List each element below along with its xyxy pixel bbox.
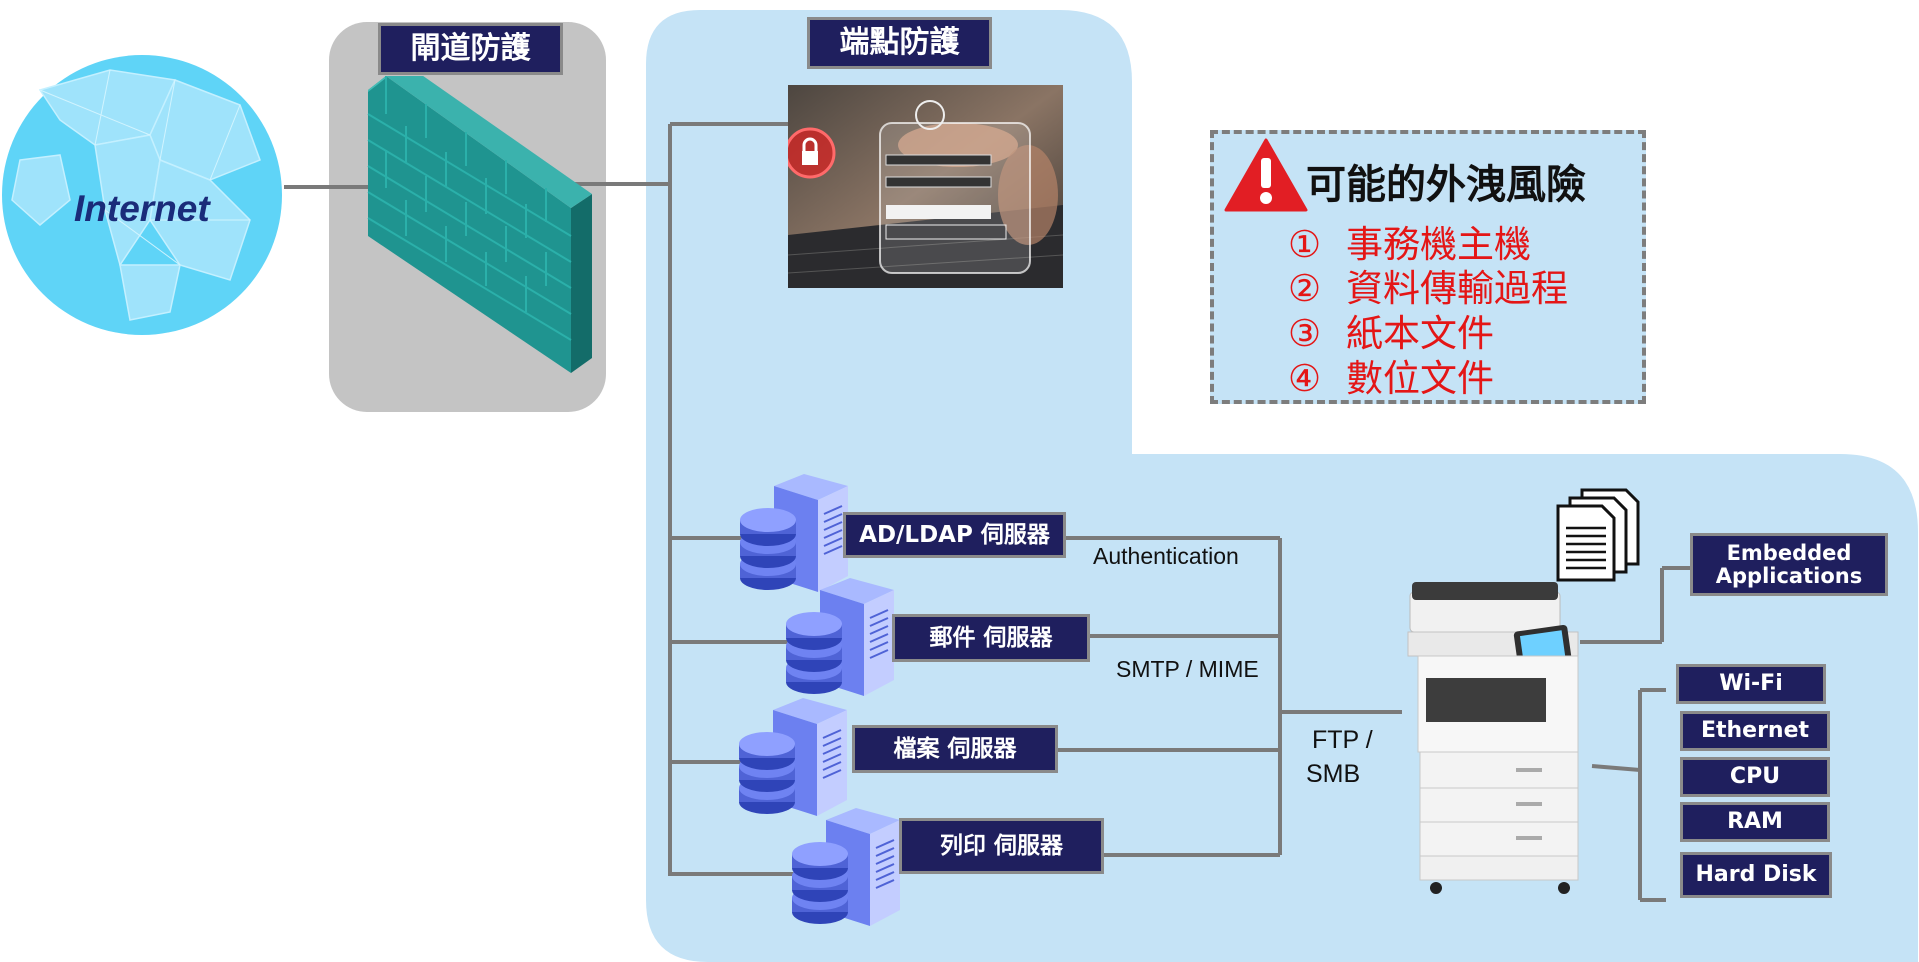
component-cpu: CPU: [1680, 757, 1830, 797]
risk-item: ① 事務機主機: [1288, 214, 1531, 268]
risk-title: 可能的外洩風險: [1306, 162, 1586, 208]
risk-item-number: ④: [1288, 357, 1322, 400]
multifunction-printer-icon: [1407, 582, 1579, 894]
risk-item-text: 資料傳輸過程: [1346, 267, 1568, 310]
leak-risk-box: 可能的外洩風險 ① 事務機主機 ② 資料傳輸過程 ③ 紙本文件 ④ 數位文件: [1210, 130, 1646, 404]
risk-item-text: 事務機主機: [1346, 223, 1531, 266]
globe-icon: [2, 55, 282, 335]
component-ethernet: Ethernet: [1680, 711, 1830, 751]
login-security-image: [788, 85, 1063, 288]
risk-item: ③ 紙本文件: [1288, 303, 1494, 357]
ad-ldap-server-label: AD/LDAP 伺服器: [843, 512, 1066, 558]
gateway-protection-label: 閘道防護: [378, 23, 563, 75]
file-server-label: 檔案 伺服器: [852, 725, 1058, 773]
firewall-icon: [367, 76, 592, 373]
endpoint-protection-label: 端點防護: [807, 17, 992, 69]
embedded-line2: Applications: [1715, 563, 1863, 588]
component-ram: RAM: [1680, 802, 1830, 842]
mail-server-icon: [786, 578, 894, 696]
smtp-mime-label: SMTP / MIME: [1116, 656, 1259, 682]
smb-label: SMB: [1306, 760, 1361, 788]
component-hard-disk: Hard Disk: [1680, 852, 1832, 898]
risk-item-number: ②: [1288, 267, 1322, 310]
risk-item: ② 資料傳輸過程: [1288, 258, 1568, 312]
component-wifi: Wi-Fi: [1676, 664, 1826, 704]
ftp-label: FTP /: [1312, 726, 1373, 754]
ad-ldap-server-icon: [740, 474, 848, 592]
risk-item-number: ③: [1288, 312, 1322, 355]
embedded-line1: Embedded: [1726, 541, 1852, 566]
risk-item-number: ①: [1288, 223, 1322, 266]
risk-item-text: 紙本文件: [1346, 312, 1494, 355]
embedded-applications-label: Embedded Applications: [1690, 533, 1888, 596]
mail-server-label: 郵件 伺服器: [892, 614, 1090, 662]
authentication-label: Authentication: [1093, 543, 1239, 569]
print-server-label: 列印 伺服器: [899, 818, 1104, 874]
print-server-icon: [792, 808, 900, 926]
documents-icon: [1556, 488, 1640, 582]
file-server-icon: [739, 698, 847, 816]
internet-label: Internet: [74, 188, 210, 229]
risk-item: ④ 數位文件: [1288, 348, 1494, 402]
risk-item-text: 數位文件: [1346, 357, 1494, 400]
warning-icon: [1224, 138, 1308, 212]
